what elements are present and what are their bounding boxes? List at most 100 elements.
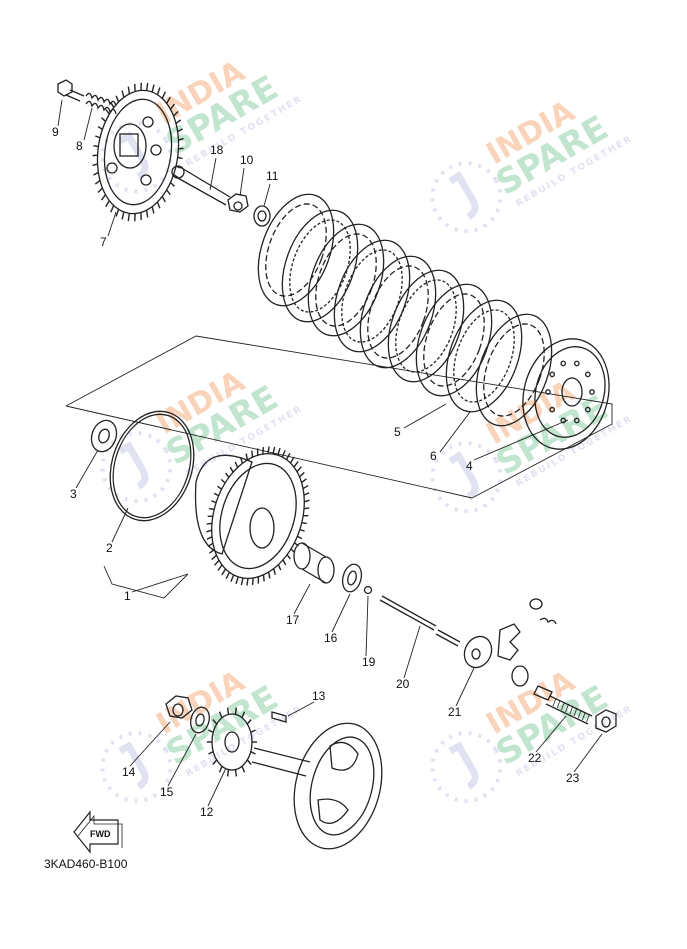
gear-tooth [272, 568, 277, 575]
leader-line-9 [57, 99, 63, 127]
gear-tooth [221, 568, 227, 576]
gear-tooth [250, 750, 256, 755]
gear-tooth [211, 500, 217, 504]
leader-line-1 [131, 573, 189, 593]
clutch-plate-stack [257, 193, 553, 427]
callout-10: 10 [240, 153, 254, 167]
key-13 [271, 711, 287, 723]
gear-tooth [225, 571, 231, 580]
callout-15: 15 [160, 785, 174, 799]
thread-line [561, 701, 565, 711]
leader-lines [57, 99, 603, 807]
gear-tooth [220, 478, 226, 484]
gear-tooth [92, 163, 98, 167]
clutch-plate [445, 299, 523, 413]
leader-line-7 [107, 211, 117, 237]
boss-hole [589, 389, 595, 395]
leader-line-18 [209, 157, 217, 191]
gear-tooth [246, 719, 252, 725]
o-ring-2 [109, 410, 195, 522]
gear-tooth [246, 578, 249, 586]
gear-tooth [251, 577, 254, 586]
clutch-housing-1 [194, 446, 310, 586]
gear-tooth [234, 769, 238, 777]
washer-11 [253, 205, 271, 227]
gear-tooth [303, 507, 310, 510]
leader-line-4 [473, 419, 569, 461]
leader-line-6 [439, 411, 471, 453]
callout-19: 19 [362, 655, 376, 669]
gear-tooth [161, 196, 166, 203]
gear-tooth [156, 87, 161, 95]
callout-18: 18 [210, 143, 224, 157]
gear-tooth [246, 759, 252, 765]
gear-tooth [94, 179, 101, 185]
gear-tooth [93, 171, 99, 176]
gear-tooth [241, 711, 246, 719]
boss-hole [584, 406, 591, 413]
gear-tooth [272, 446, 276, 455]
gear-tooth [121, 90, 125, 98]
push-rod-20 [379, 595, 461, 647]
boss-hole [573, 360, 580, 367]
gear-tooth [217, 564, 223, 571]
callout-22: 22 [528, 751, 542, 765]
leader-line-15 [167, 733, 197, 787]
gear-tooth [239, 457, 244, 464]
leader-line-10 [239, 167, 245, 197]
adjuster-bolt-22 [545, 695, 593, 725]
gear-tooth [95, 135, 101, 139]
callout-13: 13 [312, 689, 326, 703]
gear-tooth [212, 759, 218, 765]
friction-plate [307, 223, 385, 337]
gear-tooth [277, 564, 282, 571]
thread-line [586, 713, 590, 723]
callout-17: 17 [286, 613, 300, 627]
gear-tooth [226, 707, 230, 715]
callout-7: 7 [100, 235, 107, 249]
bolt-9 [57, 79, 85, 102]
fwd-label: FWD [90, 829, 111, 839]
boss-hole [560, 360, 567, 367]
thread-line [556, 699, 561, 709]
gear-tooth [297, 535, 303, 540]
gear-tooth [145, 82, 149, 91]
ball-19 [363, 585, 373, 595]
gear-tooth [241, 765, 246, 773]
plate-inner-edge [395, 279, 457, 373]
leader-line-17 [293, 583, 311, 615]
boss-hole [549, 371, 556, 378]
friction-plate [415, 283, 493, 397]
leader-line-3 [75, 449, 99, 489]
callout-11: 11 [266, 169, 279, 183]
leader-line-2 [111, 507, 129, 543]
gear-tooth [229, 466, 234, 473]
clutch-plate [281, 209, 359, 323]
gear-tooth [208, 750, 214, 755]
gear-tooth [178, 137, 184, 141]
gear-tooth [230, 574, 235, 582]
spacer-17 [293, 542, 335, 584]
gear-tooth [245, 453, 249, 461]
thread-line [569, 705, 574, 715]
gear-tooth [251, 450, 254, 458]
callout-3: 3 [70, 487, 77, 501]
gear-tooth [213, 492, 219, 497]
thread-line [565, 703, 569, 713]
boss-hole [584, 371, 591, 378]
gear-tooth [250, 729, 256, 734]
wrench-icon [118, 441, 149, 490]
callout-8: 8 [76, 139, 83, 153]
plate-inner-edge [423, 293, 485, 387]
gear-tooth [285, 452, 291, 461]
gear-tooth [177, 156, 183, 159]
plate-inner-edge [289, 219, 351, 313]
washer-15 [190, 706, 210, 734]
gear-tooth [110, 205, 115, 213]
leader-line-13 [287, 701, 315, 717]
gear-tooth [262, 446, 265, 455]
bracket-1 [103, 565, 189, 599]
gear-tooth [282, 559, 287, 566]
